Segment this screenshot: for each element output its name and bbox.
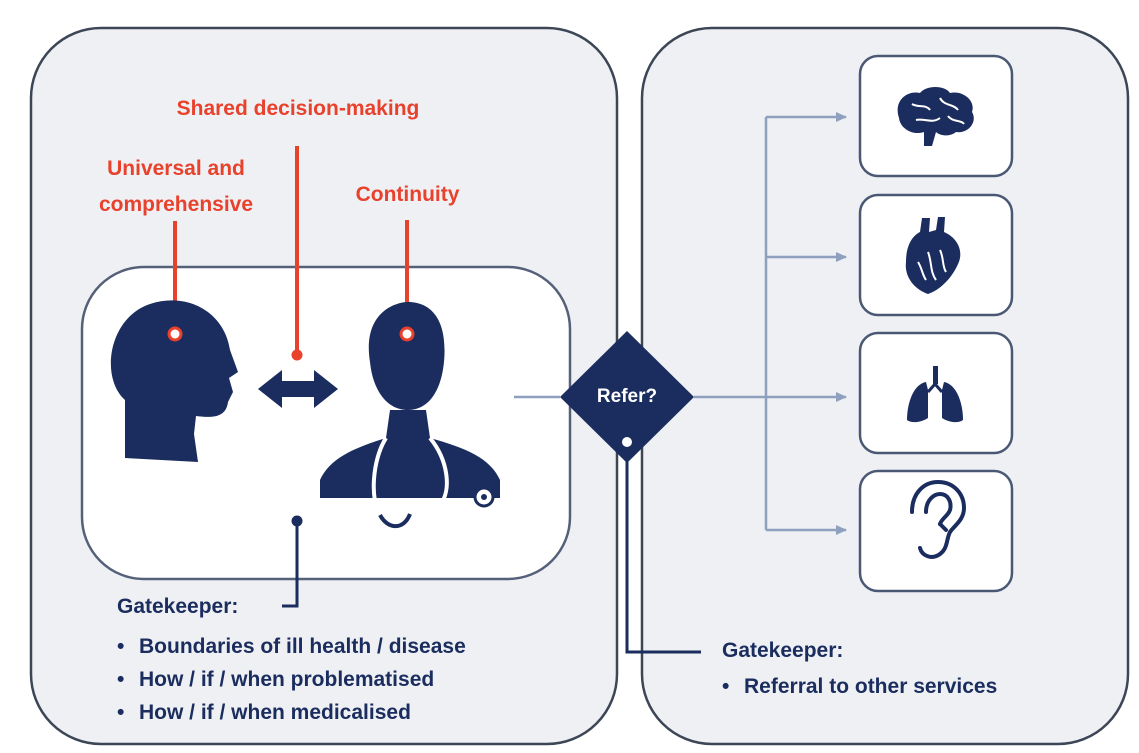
lungs-icon bbox=[907, 366, 963, 423]
gatekeeper-right-title: Gatekeeper: bbox=[722, 639, 844, 662]
gatekeeper-right-list: Referral to other services bbox=[720, 670, 997, 703]
doctor-node bbox=[399, 326, 415, 342]
patient-node bbox=[167, 326, 183, 342]
lungs-box bbox=[858, 331, 1014, 455]
shared-decision-making-label: Shared decision-making bbox=[176, 97, 420, 120]
patient-head-icon bbox=[110, 300, 238, 462]
doctor-icon bbox=[320, 302, 500, 529]
list-item: How / if / when medicalised bbox=[115, 696, 466, 729]
universal-label-line2: comprehensive bbox=[98, 193, 254, 216]
refer-decision-diamond bbox=[560, 331, 694, 463]
heart-icon bbox=[905, 217, 961, 294]
continuity-label: Continuity bbox=[355, 183, 460, 206]
shared-decision-node bbox=[291, 349, 303, 361]
gatekeeper-left-title: Gatekeeper: bbox=[117, 595, 239, 618]
refer-node bbox=[621, 436, 633, 448]
universal-label-line1: Universal and bbox=[107, 157, 245, 180]
list-item: Referral to other services bbox=[720, 670, 997, 703]
double-arrow-icon bbox=[258, 370, 338, 408]
gatekeeper-left-list: Boundaries of ill health / disease How /… bbox=[115, 630, 466, 729]
gatekeeper-left-connector bbox=[282, 521, 299, 608]
gatekeeper-right-connector bbox=[625, 447, 701, 654]
list-item: Boundaries of ill health / disease bbox=[115, 630, 466, 663]
refer-label: Refer? bbox=[596, 386, 658, 407]
ear-icon bbox=[910, 479, 967, 559]
ear-box bbox=[858, 469, 1014, 593]
list-item: How / if / when problematised bbox=[115, 663, 466, 696]
brain-icon bbox=[897, 87, 974, 146]
